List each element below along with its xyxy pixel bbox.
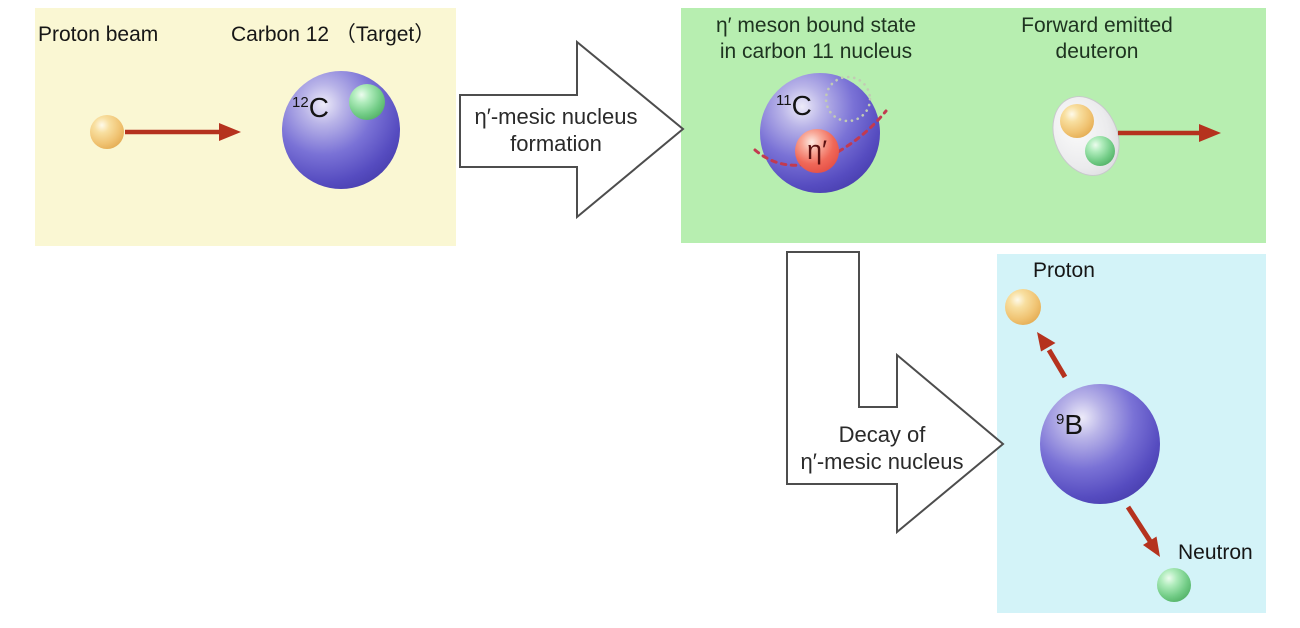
carbon11-isotope-label: 11C: [776, 87, 812, 120]
neutron-arrow-head: [1143, 536, 1160, 557]
decay-arrow-label-line1: Decay of: [838, 422, 926, 447]
forward-deuteron-title-line1: Forward emitted: [1021, 14, 1173, 37]
boron9-isotope-label: 9B: [1056, 406, 1083, 439]
deuteron-blob: [1052, 96, 1120, 176]
proton-beam-sphere: [90, 115, 124, 149]
bound-state-title-line2: in carbon 11 nucleus: [719, 40, 913, 63]
proton-arrow-head: [1037, 332, 1056, 352]
decay-neutron-label: Neutron: [1178, 541, 1253, 564]
boron9-mass-number: 9: [1056, 411, 1065, 428]
boron9-sphere: [1040, 384, 1160, 504]
bound-state-title-line1: η′ meson bound state: [715, 14, 917, 37]
carbon12-target-label: Carbon 12 （Target）: [231, 23, 436, 46]
boron9-symbol: B: [1064, 409, 1084, 440]
deuteron-arrow-head: [1199, 124, 1221, 142]
decay-arrow-label: Decay of η′-mesic nucleus: [780, 421, 984, 475]
eta-prime-meson-sphere: [795, 129, 839, 173]
carbon12-isotope-label: 12C: [292, 89, 329, 122]
carbon11-symbol: C: [791, 90, 812, 121]
decay-neutron-sphere: [1157, 568, 1191, 602]
carbon11-mass-number: 11: [776, 92, 792, 109]
proton-beam-label: Proton beam: [38, 23, 159, 46]
decay-proton-sphere: [1005, 289, 1041, 325]
carbon12-symbol: C: [308, 92, 329, 123]
decay-block-arrow: [786, 251, 1005, 535]
formation-arrow-label-line1: η′-mesic nucleus: [474, 104, 638, 129]
deuteron-proton-sphere: [1060, 104, 1094, 138]
formation-block-arrow: [459, 39, 685, 220]
forward-deuteron-title-line2: deuteron: [1055, 40, 1139, 63]
neutron-arrow-line: [1125, 505, 1153, 543]
eta-prime-meson-label: η′: [806, 135, 828, 165]
carbon12-mass-number: 12: [292, 94, 309, 111]
carbon12-nucleon-sphere: [349, 84, 385, 120]
decay-arrow-label-line2: η′-mesic nucleus: [800, 449, 964, 474]
formation-arrow-label: η′-mesic nucleus formation: [458, 103, 654, 157]
proton-arrow-line: [1046, 348, 1068, 379]
forward-deuteron-title: Forward emitted deuteron: [1002, 13, 1192, 65]
removed-nucleon-dotted-circle: [824, 75, 872, 123]
formation-arrow-label-line2: formation: [510, 131, 602, 156]
bound-state-title: η′ meson bound state in carbon 11 nucleu…: [686, 13, 946, 65]
beam-arrow-head: [219, 123, 241, 141]
deuteron-neutron-sphere: [1085, 136, 1115, 166]
decay-proton-label: Proton: [1033, 259, 1095, 282]
